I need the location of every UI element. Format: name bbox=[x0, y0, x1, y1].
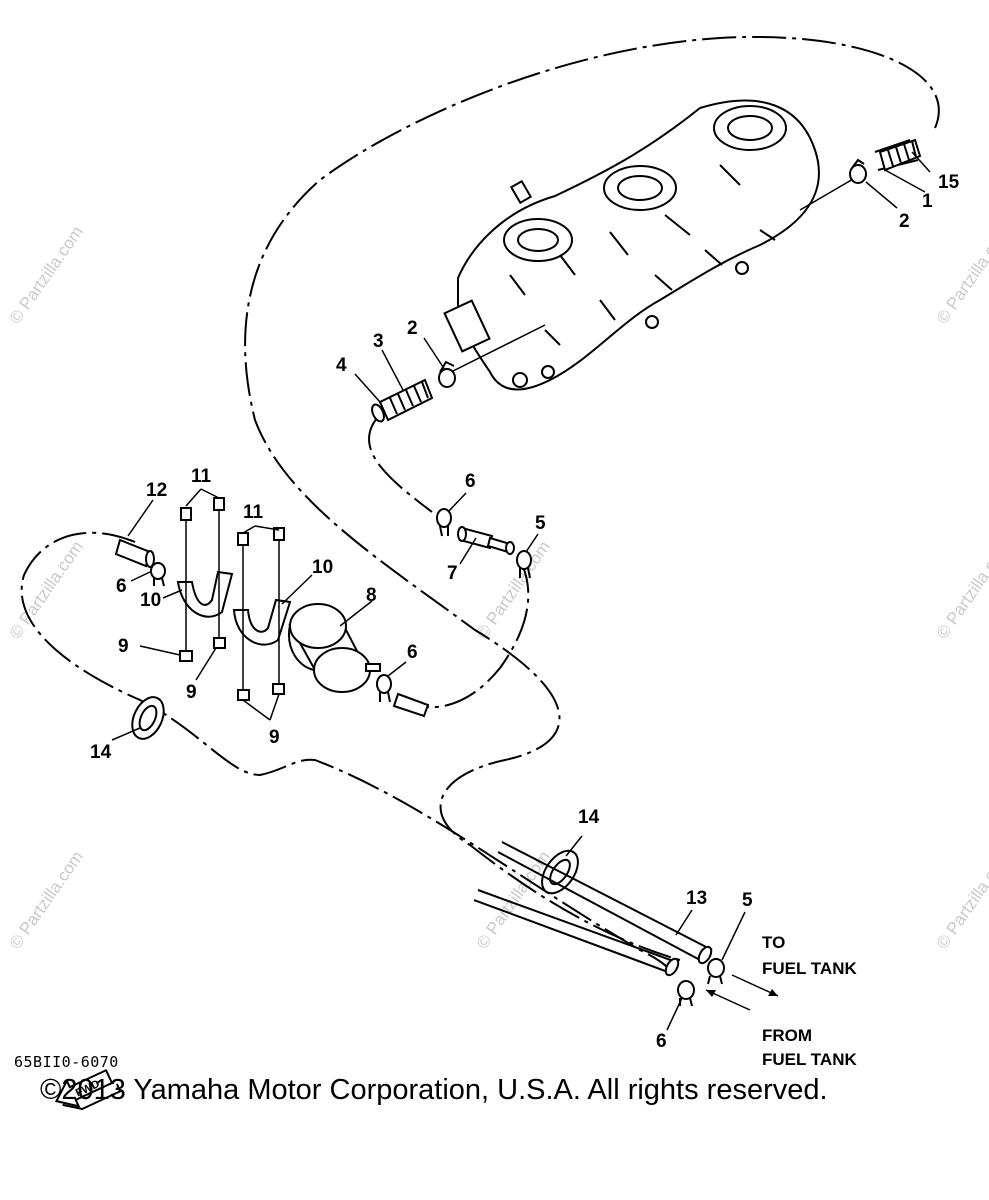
hose-lines bbox=[20, 36, 940, 973]
callout-11: 11 bbox=[191, 466, 212, 487]
callout-2: 2 bbox=[899, 211, 910, 232]
watermark: © Partzilla.com bbox=[933, 538, 989, 643]
callout-12: 12 bbox=[146, 480, 167, 501]
nut-9-a bbox=[179, 650, 193, 662]
callout-9: 9 bbox=[186, 682, 197, 703]
callout-11: 11 bbox=[243, 502, 264, 523]
from-fuel-tank-label-line1: FROM bbox=[762, 1026, 812, 1045]
spring-sleeve-4 bbox=[378, 378, 434, 422]
supply-hose-line bbox=[368, 417, 433, 513]
hose-clamp-6-left bbox=[150, 562, 166, 587]
flow-indicators: TO FUEL TANK FROM FUEL TANK bbox=[705, 933, 857, 1069]
callout-14: 14 bbox=[90, 742, 112, 763]
watermark: © Partzilla.com bbox=[6, 848, 87, 953]
hose-clamp-5-bottom bbox=[707, 958, 725, 985]
nut-9-d bbox=[272, 683, 285, 695]
watermark: © Partzilla.com bbox=[6, 538, 87, 643]
nut-9-b bbox=[213, 637, 226, 649]
screw-11-a bbox=[180, 507, 192, 650]
from-fuel-tank-label-line2: FUEL TANK bbox=[762, 1050, 857, 1069]
parts bbox=[114, 138, 922, 1007]
callout-3: 3 bbox=[373, 331, 384, 352]
callout-8: 8 bbox=[366, 585, 377, 606]
callout-7: 7 bbox=[447, 563, 458, 584]
copyright-notice: ©2013 Yamaha Motor Corporation, U.S.A. A… bbox=[40, 1074, 828, 1106]
callout-10: 10 bbox=[140, 590, 161, 611]
callout-6: 6 bbox=[465, 471, 476, 492]
hose-clamp-2-upper bbox=[849, 158, 867, 184]
callout-6: 6 bbox=[116, 576, 127, 597]
callout-9: 9 bbox=[118, 636, 129, 657]
filter-loop-line bbox=[20, 531, 671, 973]
hose-13-upper bbox=[497, 851, 701, 961]
hose-3-end bbox=[371, 403, 385, 423]
fitting-to-filter-line bbox=[419, 559, 530, 709]
watermark: © Partzilla.com bbox=[933, 223, 989, 328]
carburetor-assembly bbox=[443, 99, 820, 391]
spring-sleeve-15 bbox=[878, 138, 922, 172]
hose-12 bbox=[114, 538, 152, 568]
hose-lower-run-1 bbox=[473, 899, 669, 973]
watermark: © Partzilla.com bbox=[933, 848, 989, 953]
drawing-code: 65BII0-6070 bbox=[14, 1053, 119, 1071]
part-callouts: 15 1 2 2 3 4 6 5 7 12 11 11 10 10 6 8 9 … bbox=[90, 172, 960, 1052]
callout-1: 1 bbox=[922, 191, 933, 212]
watermark: © Partzilla.com bbox=[6, 223, 87, 328]
hose-filter-outlet bbox=[392, 692, 430, 718]
hose-lower-run-2 bbox=[477, 889, 677, 963]
callout-10: 10 bbox=[312, 557, 333, 578]
leader-lines bbox=[111, 151, 931, 1031]
callout-14: 14 bbox=[578, 807, 600, 828]
fuel-filter-8 bbox=[288, 603, 381, 693]
callout-15: 15 bbox=[938, 172, 960, 193]
hose-clamp-5-fitting bbox=[516, 550, 532, 579]
hose-clamp-6-bottom bbox=[677, 980, 695, 1007]
callout-9: 9 bbox=[269, 727, 280, 748]
screw-11-b bbox=[213, 497, 225, 640]
callout-5: 5 bbox=[742, 890, 753, 911]
hose-clamp-6-fitting bbox=[436, 508, 452, 537]
screw-11-d bbox=[273, 527, 285, 685]
nut-9-c bbox=[237, 689, 250, 701]
callout-6: 6 bbox=[407, 642, 418, 663]
grommet-14-left bbox=[131, 696, 165, 740]
callout-2: 2 bbox=[407, 318, 418, 339]
callout-5: 5 bbox=[535, 513, 546, 534]
return-hose-line bbox=[244, 36, 940, 961]
to-fuel-tank-label-line1: TO bbox=[762, 933, 785, 952]
hose-clamp-2-lower bbox=[438, 360, 456, 388]
hose-13-lower bbox=[501, 841, 713, 951]
hose-clamp-6-filter bbox=[376, 674, 392, 703]
callout-4: 4 bbox=[336, 355, 347, 376]
callout-6: 6 bbox=[656, 1031, 667, 1052]
joint-fitting-7 bbox=[457, 526, 515, 555]
watermark: © Partzilla.com bbox=[473, 538, 554, 643]
to-fuel-tank-label-line2: FUEL TANK bbox=[762, 959, 857, 978]
callout-13: 13 bbox=[686, 888, 707, 909]
